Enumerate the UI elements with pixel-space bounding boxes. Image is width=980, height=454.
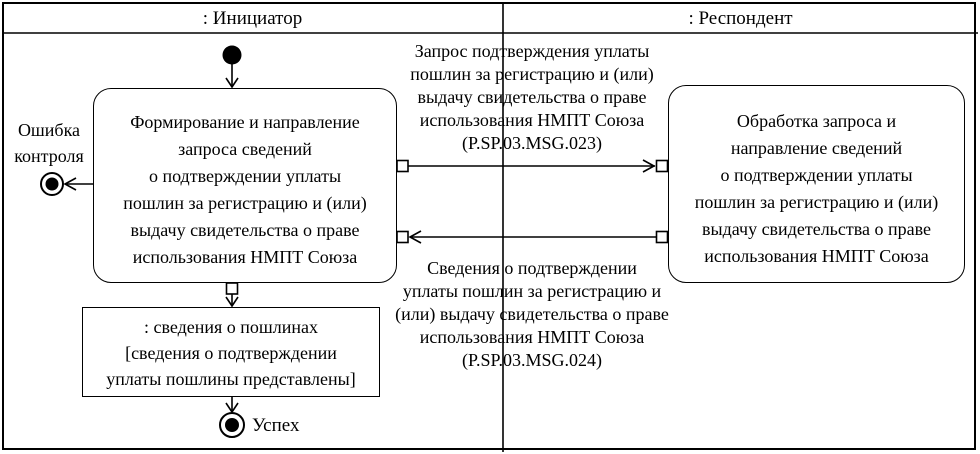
success-label: Успех: [252, 415, 300, 436]
text-line: контроля: [14, 146, 84, 166]
text-line: Формирование и направление: [130, 112, 360, 132]
request-target-pin: [655, 159, 669, 173]
text-line: (P.SP.03.MSG.023): [461, 133, 603, 153]
text-line: Ошибка: [17, 120, 81, 140]
success-final-node: [219, 412, 245, 438]
request-source-pin: [396, 159, 409, 173]
initial-flow-arrow: [225, 64, 239, 89]
message-response-label: Сведения о подтверждении уплаты пошлин з…: [377, 257, 687, 372]
activity-box-form-request: Формирование и направление запроса сведе…: [93, 88, 397, 283]
text-line: (или) выдачу свидетельства о праве: [395, 304, 669, 324]
text-line: : сведения о пошлинах: [143, 317, 319, 337]
text-line: выдачу свидетельства о праве: [417, 87, 647, 107]
text-line: использования НМПТ Союза: [419, 327, 645, 347]
response-target-pin: [396, 230, 409, 244]
request-arrow: [396, 159, 669, 173]
lane-header-respondent: : Респондент: [688, 8, 793, 29]
text-line: запроса сведений: [178, 139, 312, 159]
text-line: использования НМПТ Союза: [419, 110, 645, 130]
response-arrow: [396, 230, 669, 244]
text-line: направление сведений: [730, 138, 903, 158]
text-line: уплаты пошлин за регистрацию и: [402, 281, 662, 301]
text-line: о подтверждении уплаты: [148, 166, 342, 186]
text-line: о подтверждении уплаты: [720, 165, 913, 185]
text-line: Обработка запроса и: [736, 111, 897, 131]
response-source-pin: [655, 230, 669, 244]
error-final-node: [40, 172, 64, 196]
text-line: выдачу свидетельства о праве: [702, 219, 931, 239]
object-flow-arrow: [225, 282, 239, 308]
text-line: использования НМПТ Союза: [704, 246, 929, 266]
text-line: Запрос подтверждения уплаты: [414, 41, 650, 61]
text-line: использования НМПТ Союза: [132, 247, 358, 267]
error-flow-arrow: [63, 177, 93, 191]
text-line: выдачу свидетельства о праве: [130, 220, 360, 240]
error-label: Ошибка контроля: [3, 117, 95, 169]
text-line: пошлин за регистрацию и (или): [694, 192, 939, 212]
success-flow-arrow: [225, 397, 239, 414]
text-line: уплаты пошлины представлены]: [106, 369, 356, 389]
text-line: пошлин за регистрацию и (или): [410, 64, 654, 84]
initial-node: [222, 45, 242, 65]
text-line: Сведения о подтверждении: [427, 258, 637, 278]
text-line: [сведения о подтверждении: [125, 343, 337, 363]
activity-box-process-request: Обработка запроса и направление сведений…: [668, 85, 965, 283]
lane-header-initiator: : Инициатор: [202, 8, 303, 29]
object-flow-pin: [225, 282, 239, 295]
object-node-fee-info: : сведения о пошлинах [сведения о подтве…: [82, 307, 380, 397]
text-line: (P.SP.03.MSG.024): [461, 350, 603, 370]
message-request-label: Запрос подтверждения уплаты пошлин за ре…: [377, 40, 687, 155]
text-line: пошлин за регистрацию и (или): [123, 193, 367, 213]
